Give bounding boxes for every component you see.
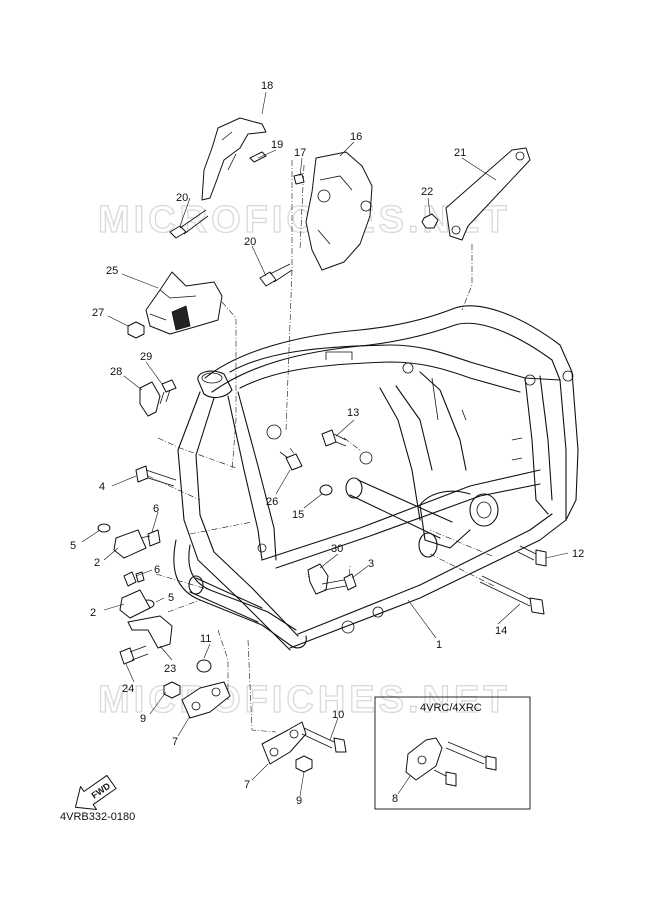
callout-2-lower: 2 — [90, 607, 96, 619]
leader-lines — [81, 91, 569, 797]
callout-30: 30 — [331, 543, 343, 555]
part-15-washer — [319, 484, 333, 496]
callout-10: 10 — [332, 709, 344, 721]
part-2-plate-upper — [113, 529, 147, 559]
callout-1: 1 — [436, 639, 442, 651]
callout-12: 12 — [572, 548, 584, 560]
part-16-cover — [305, 151, 373, 271]
variant-box: 4VRC/4XRC — [374, 696, 531, 810]
part-7-plate-upper — [181, 681, 231, 719]
callout-24: 24 — [122, 683, 134, 695]
callout-3: 3 — [368, 558, 374, 570]
callout-labels: 18 19 17 16 21 22 20 20 25 27 29 28 4 5 … — [70, 80, 584, 807]
callout-2-upper: 2 — [94, 557, 100, 569]
callout-19: 19 — [271, 139, 283, 151]
fwd-arrow-icon: FWD — [74, 774, 117, 810]
callout-14: 14 — [495, 625, 507, 637]
callout-21: 21 — [454, 147, 466, 159]
callout-9-lower: 9 — [296, 795, 302, 807]
part-20-bolt-upper — [169, 209, 209, 239]
part-27-nut — [127, 321, 145, 339]
callout-20-upper: 20 — [176, 192, 188, 204]
callout-11: 11 — [200, 633, 211, 645]
part-28-bracket — [139, 381, 161, 417]
part-5-washer-upper — [97, 523, 111, 533]
part-26-bolt — [279, 451, 303, 471]
part-12-bolt — [517, 545, 547, 567]
callout-13: 13 — [347, 407, 359, 419]
callout-20-lower: 20 — [244, 236, 256, 248]
part-14-bolt — [479, 575, 545, 615]
callout-27: 27 — [92, 307, 104, 319]
part-19-label — [249, 151, 267, 163]
callout-8: 8 — [392, 793, 398, 805]
watermark-top: MICROFICHES.NET — [98, 199, 511, 241]
callout-5-upper: 5 — [70, 540, 76, 552]
part-22-nut — [421, 213, 439, 229]
part-3-bolt — [321, 573, 357, 591]
part-20-bolt-lower — [259, 263, 293, 287]
part-21-bracket — [445, 147, 531, 241]
part-2-plate-lower — [119, 589, 151, 619]
part-23-bracket — [127, 615, 173, 649]
callout-4: 4 — [99, 481, 105, 493]
callout-16: 16 — [350, 131, 362, 143]
part-6-bolt-lower — [123, 571, 145, 587]
main-frame — [173, 305, 579, 651]
callout-18: 18 — [261, 80, 273, 92]
callout-22: 22 — [421, 186, 433, 198]
part-24-bolt — [119, 645, 149, 665]
callout-25: 25 — [106, 265, 118, 277]
callout-28: 28 — [110, 366, 122, 378]
part-18-bracket — [201, 117, 267, 201]
callout-23: 23 — [164, 663, 176, 675]
part-13-bolt — [321, 429, 347, 447]
part-11-collar — [196, 659, 212, 673]
callout-17: 17 — [294, 147, 306, 159]
callout-15: 15 — [292, 509, 304, 521]
part-10-bolt — [301, 727, 347, 753]
drawing-code: 4VRB332-0180 — [60, 811, 135, 823]
callout-6-upper: 6 — [153, 503, 159, 515]
part-29-bolt — [159, 379, 177, 405]
callout-6-lower: 6 — [154, 564, 160, 576]
part-9-nut-upper — [163, 681, 181, 699]
callout-7-lower: 7 — [244, 779, 250, 791]
part-8-bracket — [405, 737, 443, 781]
callout-9-upper: 9 — [140, 713, 146, 725]
variant-box-title: 4VRC/4XRC — [420, 702, 482, 714]
part-17-label — [293, 173, 305, 185]
callout-5-lower: 5 — [168, 592, 174, 604]
part-9-nut-lower — [295, 755, 313, 773]
part-4-bolt — [135, 465, 177, 487]
callout-7-upper: 7 — [172, 736, 178, 748]
part-7-plate-lower — [261, 721, 307, 765]
callout-29: 29 — [140, 351, 152, 363]
callout-26: 26 — [266, 496, 278, 508]
part-25-bracket — [145, 271, 223, 335]
